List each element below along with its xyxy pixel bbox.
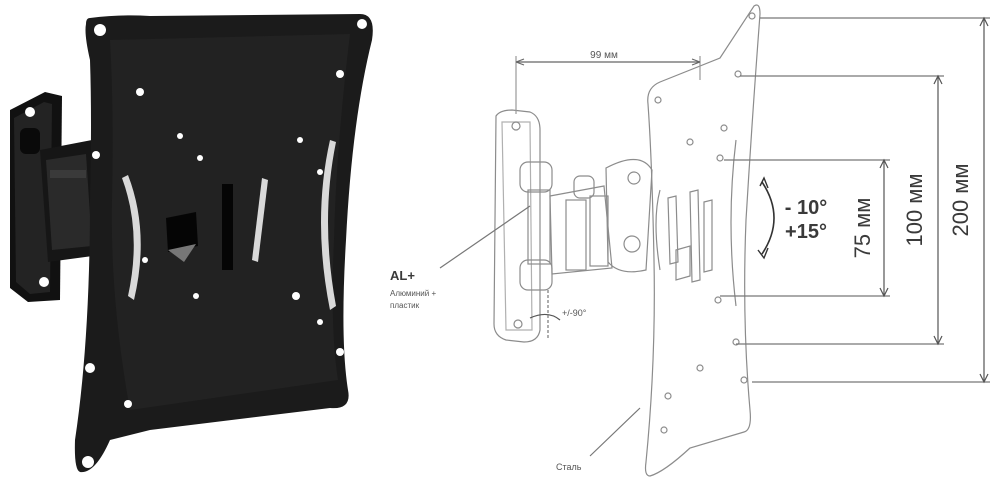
bracket-hole-bottom	[39, 277, 49, 287]
tilt-up-label: +15°	[785, 221, 827, 243]
material-label-line2: пластик	[390, 301, 420, 310]
vesa-holes	[82, 19, 367, 468]
drawing-arm	[519, 158, 653, 291]
vesa-100-label: 100 мм	[902, 173, 927, 246]
drawing-slots	[655, 139, 737, 307]
al-leader	[439, 205, 531, 269]
material-label-line1: Алюминий +	[390, 289, 436, 298]
bracket-hole-top	[25, 107, 35, 117]
vesa-200-label: 200 мм	[948, 163, 973, 236]
drawing-wall-bracket	[493, 109, 541, 343]
mount-photo	[10, 14, 373, 473]
steel-leader	[589, 407, 641, 457]
tilt-down-label: - 10°	[785, 197, 827, 219]
steel-label: Сталь	[556, 462, 582, 472]
vesa-75-label: 75 мм	[850, 198, 875, 259]
swivel-arrow	[529, 313, 561, 321]
drawing-plate	[644, 4, 761, 477]
depth-label: 99 мм	[590, 50, 618, 61]
technical-drawing	[439, 4, 990, 477]
vesa-dim-lines	[720, 16, 990, 384]
brand-label: AL+	[390, 268, 415, 283]
drawing-holes	[654, 12, 756, 434]
tilt-arc	[761, 181, 775, 255]
swivel-label: +/-90°	[562, 308, 587, 318]
mounting-slots	[122, 140, 336, 310]
